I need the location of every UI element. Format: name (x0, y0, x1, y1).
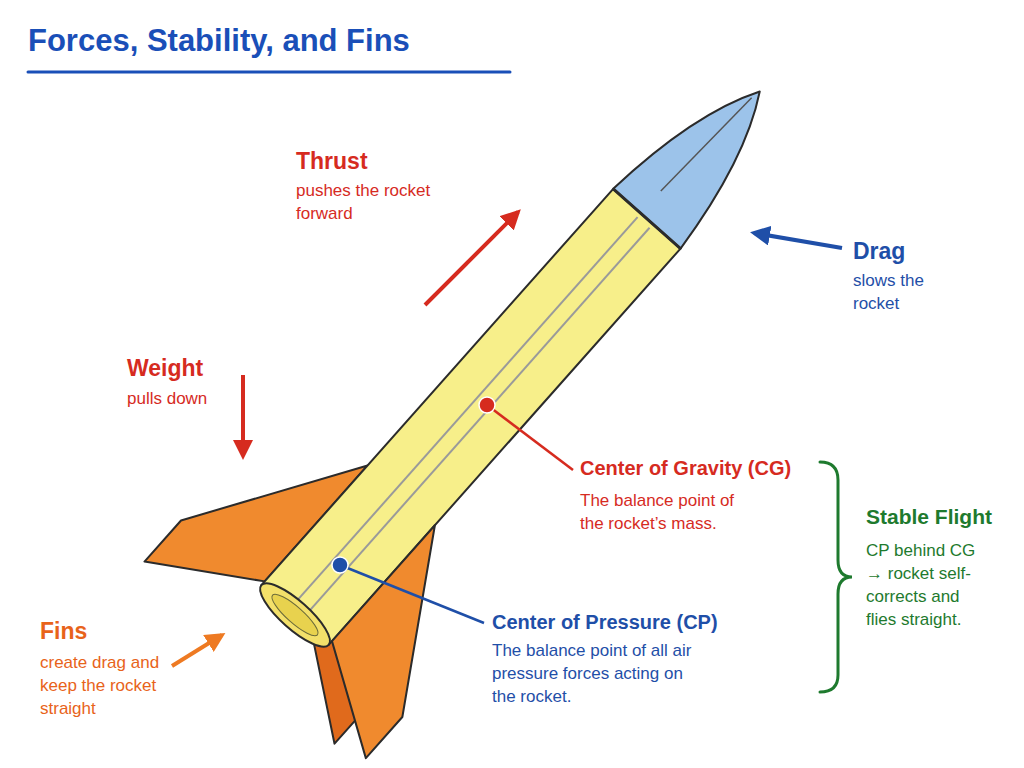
part-note: create drag and keep the rocket straight (40, 652, 172, 721)
brace (820, 462, 852, 692)
body-seam (296, 217, 638, 602)
nozzle-inner (267, 589, 322, 641)
title-underline (28, 71, 510, 74)
weight-arrow (241, 375, 245, 456)
nose-line (661, 94, 752, 195)
drag-arrow (754, 233, 842, 248)
point-note: The balance point of the rocket’s mass. (580, 490, 755, 536)
point-note: The balance point of all air pressure fo… (492, 640, 707, 709)
force-heading: Drag (853, 236, 1003, 267)
part-heading: Fins (40, 616, 190, 647)
cp-dot (332, 557, 348, 573)
cg-dot (479, 397, 495, 413)
stability-heading: Stable Flight (866, 503, 1016, 531)
rocket (138, 0, 871, 766)
nozzle (252, 575, 338, 656)
force-heading: Weight (127, 353, 277, 384)
force-note: slows the rocket (853, 270, 958, 316)
force-note: pulls down (127, 388, 277, 411)
point-heading: Center of Pressure (CP) (492, 609, 762, 636)
rocket-body (261, 189, 680, 645)
cg-leader (487, 405, 573, 470)
nose-cone (613, 62, 793, 249)
point-heading: Center of Gravity (CG) (580, 455, 820, 482)
title: Forces, Stability, and Fins (28, 20, 410, 62)
force-heading: Thrust (296, 146, 496, 177)
body-seam (308, 228, 650, 613)
nose-band (613, 189, 680, 249)
stability-note: CP behind CG → rocket self-corrects and … (866, 540, 991, 632)
cp-leader (340, 565, 484, 623)
thrust-arrow (425, 212, 518, 305)
force-note: pushes the rocket forward (296, 180, 436, 226)
fins-arrow (172, 635, 222, 666)
